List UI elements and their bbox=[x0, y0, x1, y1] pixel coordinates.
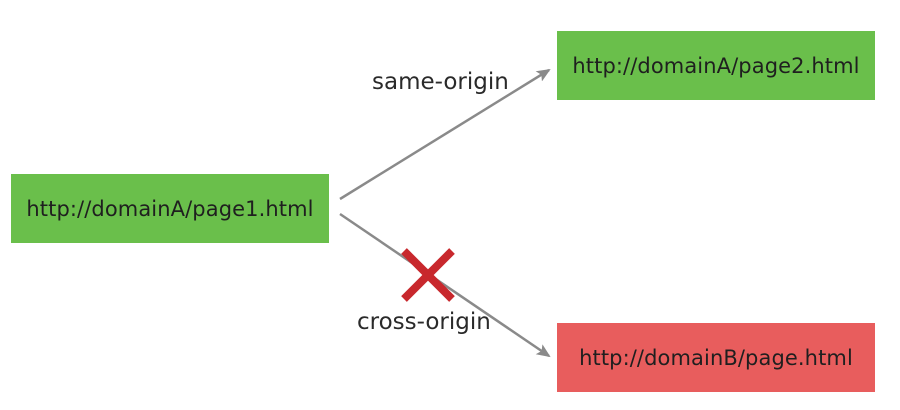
edge-label-cross-origin: cross-origin bbox=[357, 309, 491, 335]
node-page2: http://domainA/page2.html bbox=[557, 31, 875, 100]
x-mark-icon bbox=[401, 248, 455, 302]
node-page2-label: http://domainA/page2.html bbox=[572, 53, 860, 78]
edge-label-same-origin: same-origin bbox=[372, 69, 509, 95]
node-page1: http://domainA/page1.html bbox=[11, 174, 329, 243]
node-domainb: http://domainB/page.html bbox=[557, 323, 875, 392]
node-domainb-label: http://domainB/page.html bbox=[579, 345, 853, 370]
node-page1-label: http://domainA/page1.html bbox=[26, 196, 314, 221]
